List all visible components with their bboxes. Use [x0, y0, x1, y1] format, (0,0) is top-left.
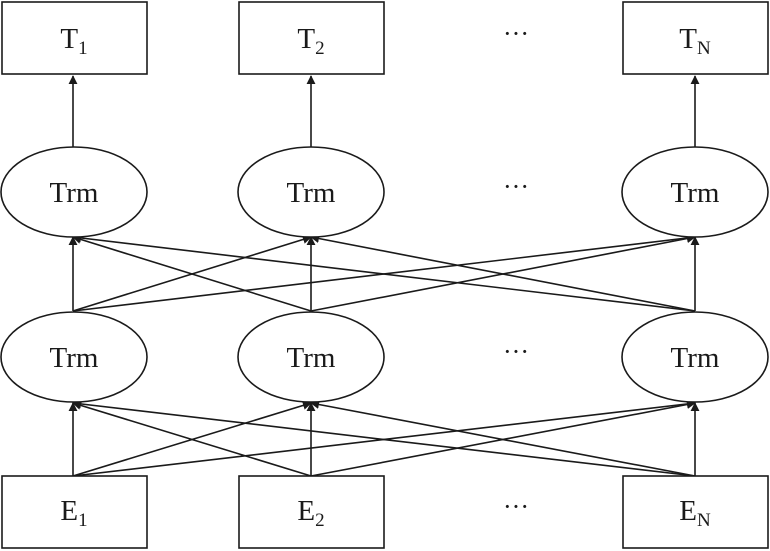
edge-l1c-l2b — [310, 234, 696, 312]
trm-label-l2-2: Trm — [287, 177, 336, 209]
output-box-2 — [238, 1, 385, 75]
trm-node-l2-n — [621, 146, 769, 238]
input-label-n: EN — [679, 495, 711, 531]
output-label-n: TN — [679, 23, 711, 59]
input-label-1: E1 — [60, 495, 87, 531]
input-ellipsis: ··· — [503, 492, 529, 521]
input-box-1 — [1, 475, 148, 549]
output-ellipsis: ··· — [503, 19, 529, 48]
trm-label-l2-n: Trm — [671, 177, 720, 209]
input-box-2 — [238, 475, 385, 549]
output-box-1 — [1, 1, 148, 75]
trm-node-l2-1 — [0, 146, 148, 238]
trm-label-l1-1: Trm — [50, 342, 99, 374]
edge-l1b-l2a — [72, 235, 312, 312]
trm-label-l1-n: Trm — [671, 342, 720, 374]
trm-node-l1-1 — [0, 311, 148, 403]
trm-node-l2-2 — [237, 146, 385, 238]
output-box-n — [622, 1, 769, 75]
transformer-layer-2: Trm Trm ··· Trm — [0, 146, 769, 238]
output-row: T1 T2 ··· TN — [1, 1, 769, 75]
input-box-n — [622, 475, 769, 549]
edge-l1c-l2a — [72, 233, 696, 312]
input-label-2: E2 — [297, 495, 324, 531]
layer2-ellipsis: ··· — [503, 172, 529, 201]
edges — [68, 75, 700, 477]
output-label-2: T2 — [297, 23, 324, 59]
edge-en-l1a — [72, 399, 696, 477]
trm-node-l1-n — [621, 311, 769, 403]
trm-node-l1-2 — [237, 311, 385, 403]
transformer-layer-1: Trm Trm ··· Trm — [0, 311, 769, 403]
edge-en-l1b — [310, 400, 696, 477]
trm-label-l1-2: Trm — [287, 342, 336, 374]
layer1-ellipsis: ··· — [503, 337, 529, 366]
output-label-1: T1 — [60, 23, 87, 59]
trm-label-l2-1: Trm — [50, 177, 99, 209]
input-row: E1 E2 ··· EN — [1, 475, 769, 549]
edge-e2-l1a — [72, 401, 312, 477]
